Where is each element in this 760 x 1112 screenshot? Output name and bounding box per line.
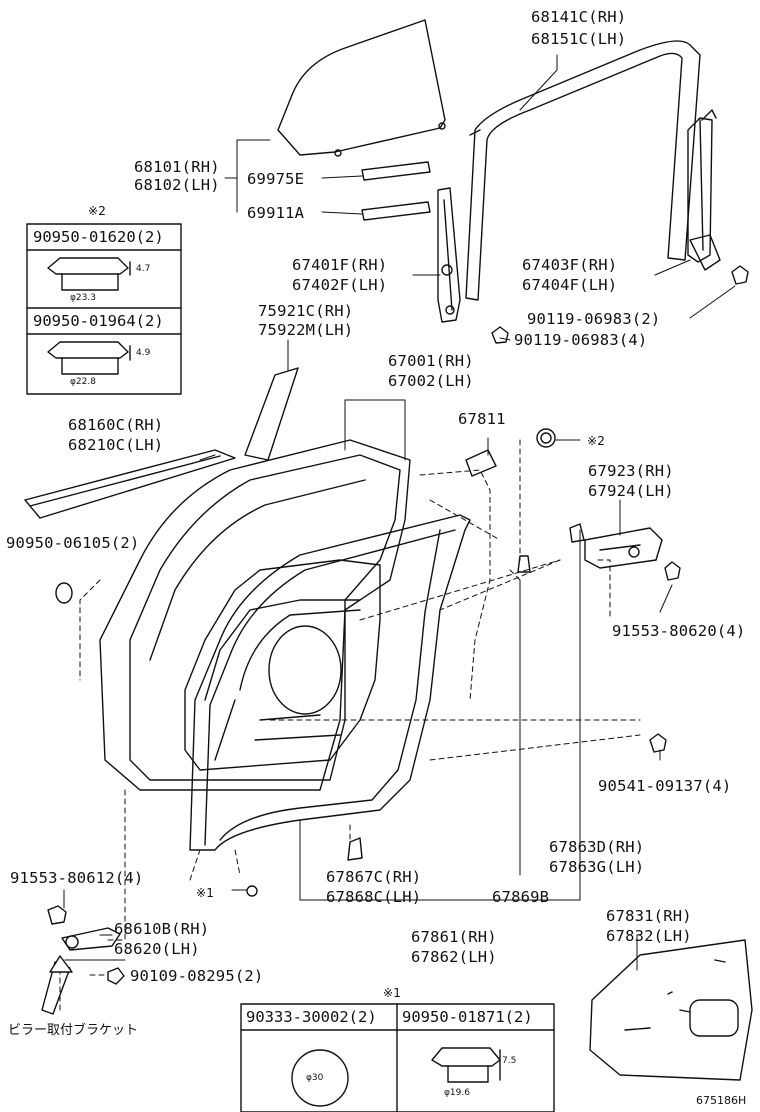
label-68141C-rh: 68141C(RH): [531, 8, 627, 26]
mark-1-small: ※1: [196, 886, 215, 900]
plug-90950-06105: [55, 582, 73, 604]
label-67868C-lh: 67868C(LH): [326, 888, 422, 906]
label-90950-01620: 90950-01620(2): [33, 228, 164, 246]
bolt-90119-4: [491, 326, 509, 344]
label-67001-rh: 67001(RH): [388, 352, 474, 370]
weatherstrip-main: [189, 514, 471, 851]
label-67867C-rh: 67867C(RH): [326, 868, 422, 886]
strip-69911A: [361, 201, 431, 221]
belt-molding: [24, 449, 236, 519]
label-67403F-rh: 67403F(RH): [522, 256, 618, 274]
glass-hole: [334, 149, 342, 157]
label-90950-01871: 90950-01871(2): [402, 1008, 533, 1026]
speaker-opening: [268, 625, 342, 715]
bolt-90119-2: [731, 265, 749, 285]
label-90950-06105: 90950-06105(2): [6, 534, 140, 552]
label-68102-lh: 68102(LH): [134, 176, 220, 194]
label-67831-rh: 67831(RH): [606, 907, 692, 925]
glass-run: [465, 40, 701, 301]
label-68151C-lh: 68151C(LH): [531, 30, 627, 48]
label-90541-09137: 90541-09137(4): [598, 777, 732, 795]
door-inner-panel: [184, 559, 381, 771]
door-outer: [99, 439, 411, 791]
label-67401F-rh: 67401F(RH): [292, 256, 388, 274]
dim-23-3: φ23.3: [70, 293, 96, 303]
inner-handle: [584, 527, 663, 569]
label-67923-rh: 67923(RH): [588, 462, 674, 480]
mark-2-box-title: ※2: [88, 204, 107, 218]
label-69911A: 69911A: [247, 204, 305, 222]
service-hole-film: [589, 939, 753, 1081]
label-68210C-lh: 68210C(LH): [68, 436, 164, 454]
dim-30: φ30: [306, 1073, 324, 1083]
label-69975E: 69975E: [247, 170, 305, 188]
label-90950-01964: 90950-01964(2): [33, 312, 164, 330]
label-91553-80612: 91553-80612(4): [10, 869, 144, 887]
strip-69975E: [361, 161, 431, 181]
label-68160C-rh: 68160C(RH): [68, 416, 164, 434]
label-90119-06983-2: 90119-06983(2): [527, 310, 661, 328]
pillar-garnish: [244, 367, 299, 461]
label-75921C-rh: 75921C(RH): [258, 302, 354, 320]
dim-22-8: φ22.8: [70, 377, 96, 387]
label-pillar-bracket: ビラー取付ブラケット: [8, 1023, 139, 1038]
box-mark2: [26, 223, 182, 395]
mark-2-small: ※2: [587, 434, 606, 448]
label-68610B-rh: 68610B(RH): [114, 920, 210, 938]
label-90119-06983-4: 90119-06983(4): [514, 331, 648, 349]
dim-4-9: 4.9: [136, 348, 151, 358]
label-90333-30002: 90333-30002(2): [246, 1008, 377, 1026]
label-67402F-lh: 67402F(LH): [292, 276, 388, 294]
dim-4-7: 4.7: [136, 264, 151, 274]
door-glass: [277, 19, 446, 156]
label-67861-rh: 67861(RH): [411, 928, 497, 946]
label-67863G-lh: 67863G(LH): [549, 858, 645, 876]
label-91553-80620: 91553-80620(4): [612, 622, 746, 640]
rear-run: [687, 117, 713, 263]
label-67811: 67811: [458, 410, 506, 428]
regulator: [437, 187, 461, 323]
glass-hole: [438, 122, 446, 130]
bracket-arrow: [41, 961, 71, 1015]
diagram-code: 675186H: [696, 1094, 747, 1107]
label-68620-lh: 68620(LH): [114, 940, 200, 958]
label-67863D-rh: 67863D(RH): [549, 838, 645, 856]
film-opening: [689, 999, 739, 1037]
label-90109-08295: 90109-08295(2): [130, 967, 264, 985]
dim-7-5: 7.5: [502, 1056, 517, 1066]
door-check: [61, 927, 121, 951]
label-67832-lh: 67832(LH): [606, 927, 692, 945]
label-67002-lh: 67002(LH): [388, 372, 474, 390]
label-67404F-lh: 67404F(LH): [522, 276, 618, 294]
label-67862-lh: 67862(LH): [411, 948, 497, 966]
label-67924-lh: 67924(LH): [588, 482, 674, 500]
dim-19-6: φ19.6: [444, 1088, 470, 1098]
label-68101-rh: 68101(RH): [134, 158, 220, 176]
label-75922M-lh: 75922M(LH): [258, 321, 354, 339]
hole-plug: [536, 428, 556, 448]
mark-1-box-title: ※1: [383, 986, 402, 1000]
pad-67811: [465, 449, 497, 477]
label-67869B: 67869B: [492, 888, 550, 906]
door-inner-1: [129, 454, 401, 781]
